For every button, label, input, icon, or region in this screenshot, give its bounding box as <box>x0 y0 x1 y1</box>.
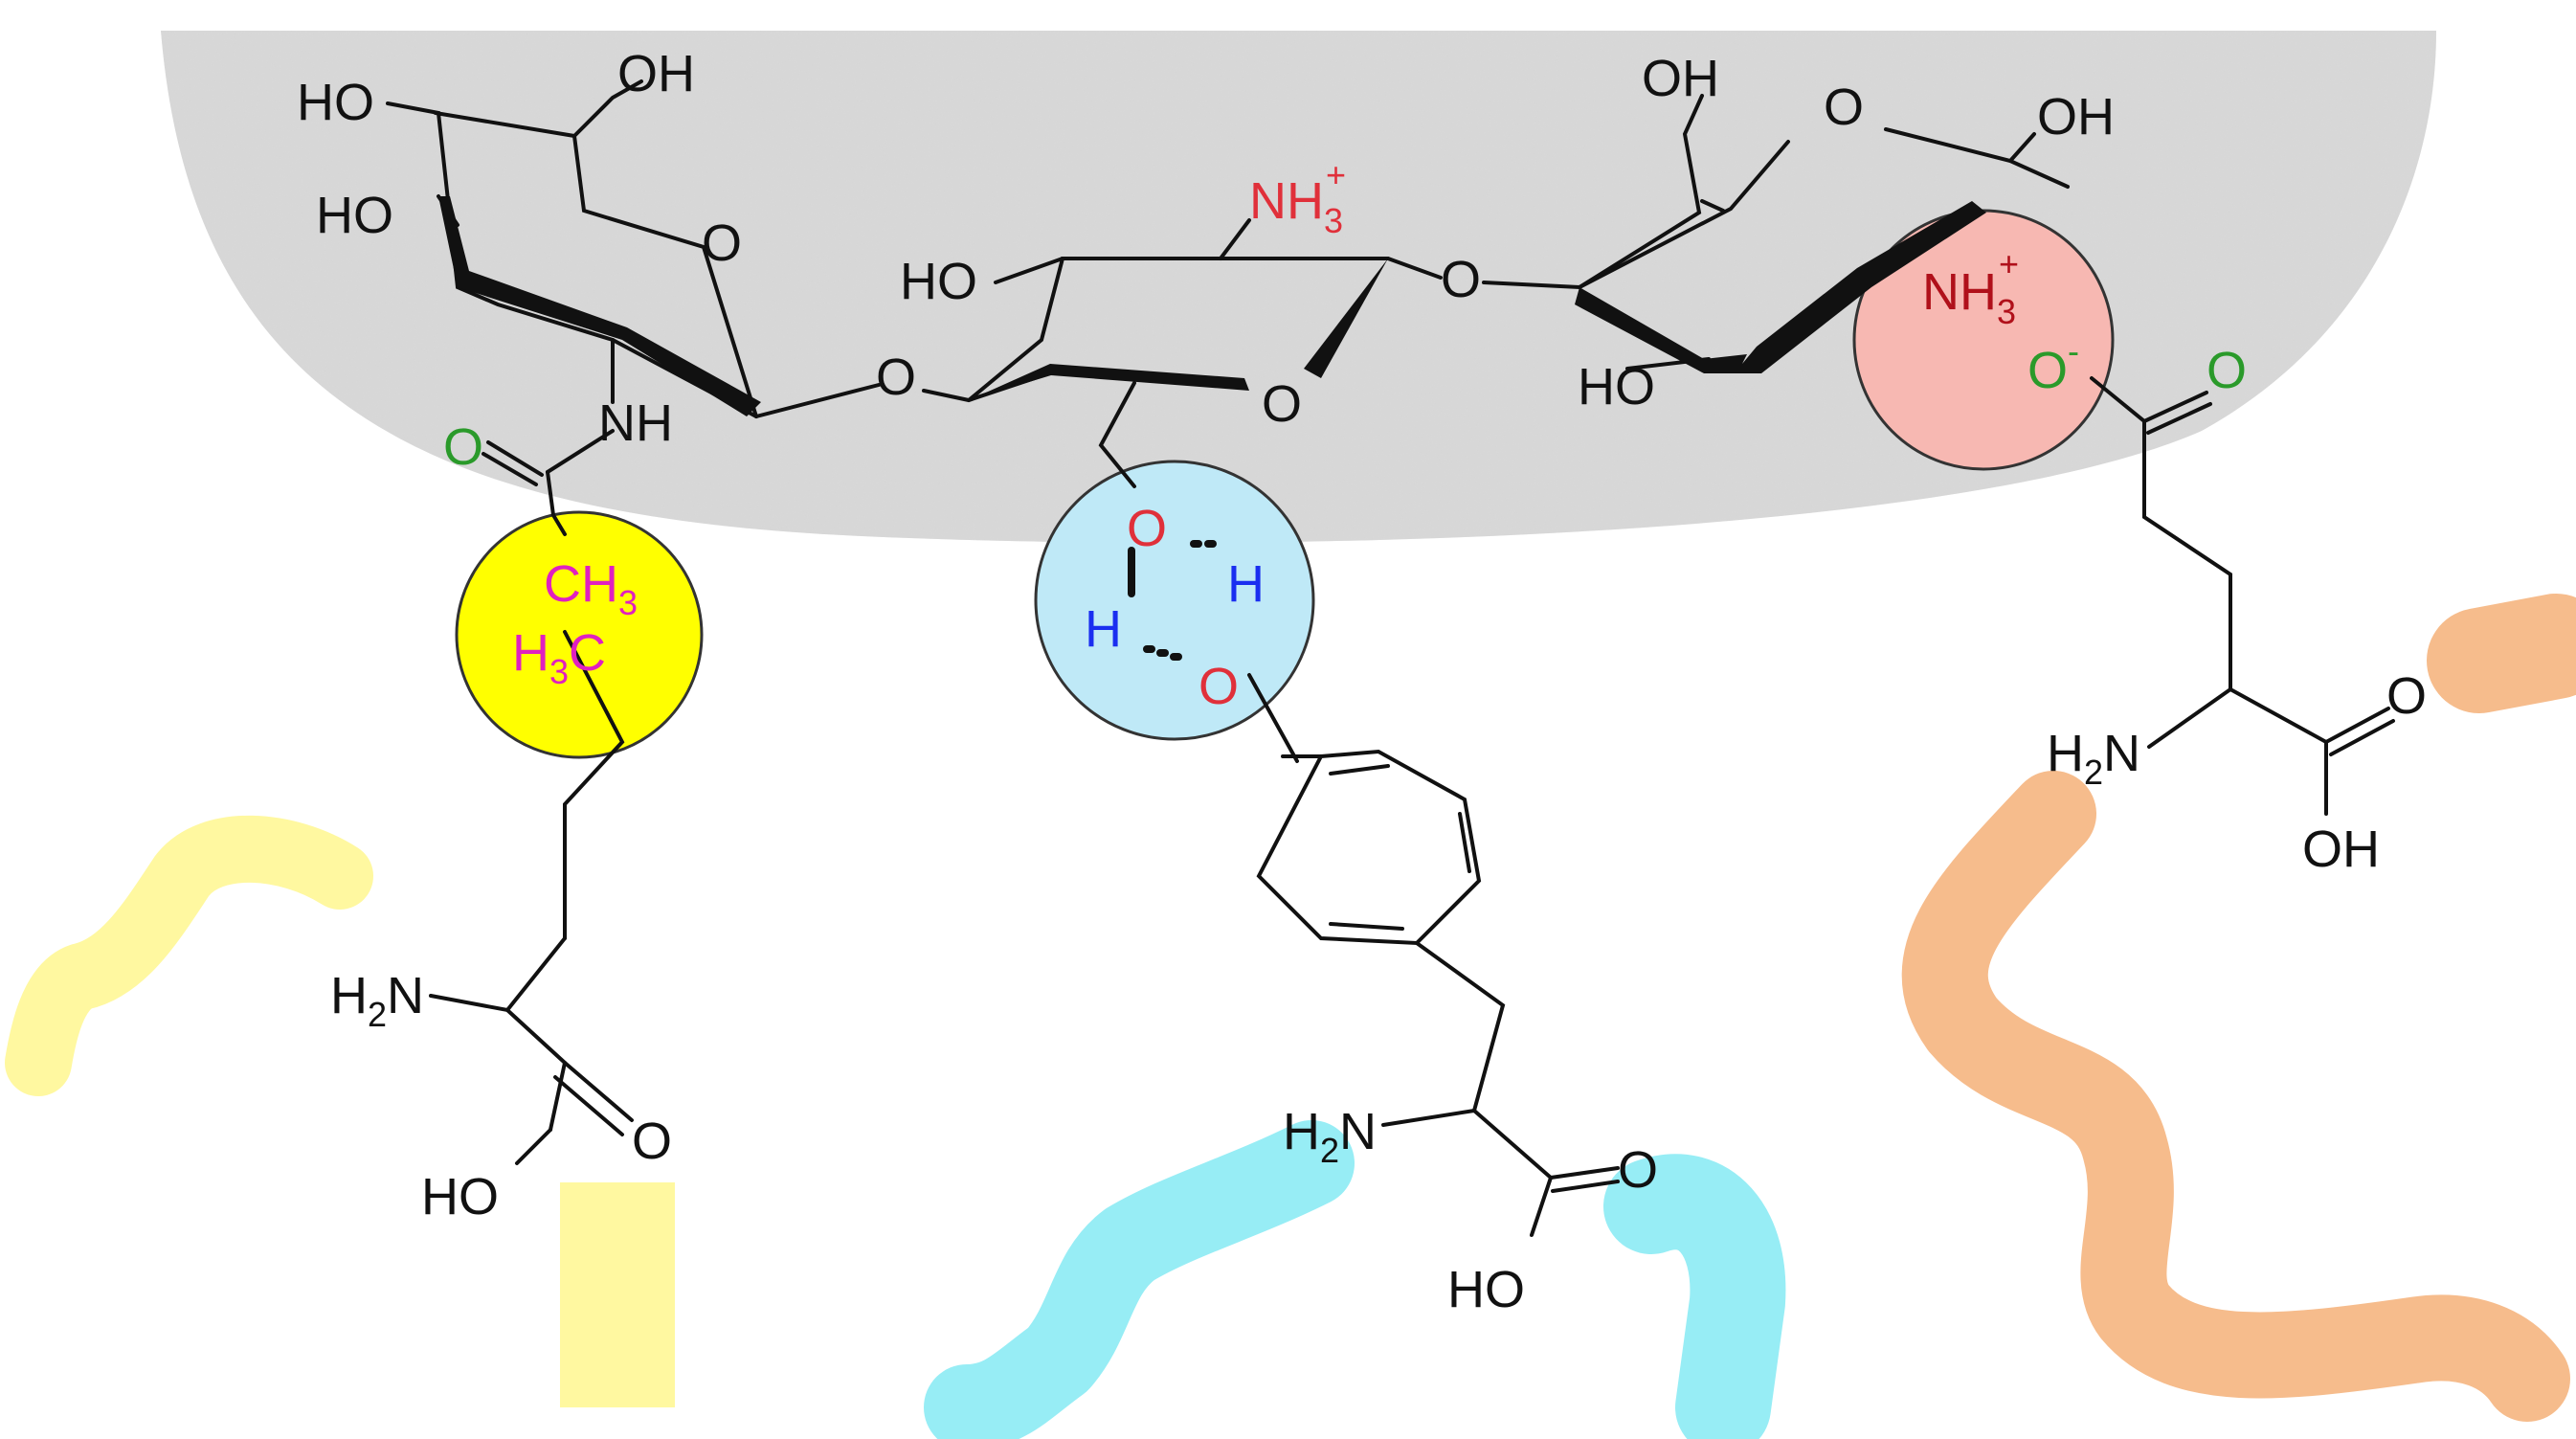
glutamine-h3c: H3C <box>512 624 606 691</box>
glycosidic-o-1: O <box>876 349 916 406</box>
hbond-o-tyrosine: O <box>1198 658 1239 715</box>
glycosidic-o-2: O <box>1441 251 1481 308</box>
chain-yellow-bottom <box>560 1182 675 1407</box>
middle-carboxyl-ho: HO <box>1447 1261 1525 1318</box>
chain-yellow-left <box>5 815 373 1096</box>
ring3-ring-o: O <box>1824 79 1864 136</box>
right-amine: H2N <box>2047 725 2140 792</box>
hbond-h-right: H <box>1227 555 1265 613</box>
left-carboxyl-o: O <box>632 1113 672 1170</box>
hydrogen-bond-dashes <box>1128 540 1217 661</box>
chain-cyan-right <box>1603 1154 1786 1439</box>
ring3-nh3: NH3+ <box>1922 244 2019 331</box>
wedge-bonds <box>438 196 1986 416</box>
left-amine: H2N <box>330 967 424 1034</box>
chain-orange-stub <box>2427 594 2576 713</box>
hydrogen-bond-circle <box>1034 460 1315 741</box>
hbond-o-sugar: O <box>1127 500 1167 557</box>
ring3-oh-right: OH <box>2037 88 2115 146</box>
carboxylate-carbonyl-o: O <box>2206 342 2247 399</box>
ring1-nh: NH <box>598 394 673 452</box>
ring1-ho-top: HO <box>297 74 374 131</box>
chain-cyan-left <box>924 1120 1355 1439</box>
ring1-ho-mid: HO <box>316 187 393 244</box>
ring2-nh3: NH3+ <box>1249 155 1346 240</box>
hydrophobic-interaction-circle <box>455 510 704 759</box>
substrate-surface <box>161 31 2436 543</box>
middle-carboxyl-o: O <box>1618 1141 1658 1199</box>
left-carboxyl-ho: HO <box>421 1168 499 1225</box>
acetyl-ch3: CH3 <box>544 555 638 622</box>
right-carboxyl-oh: OH <box>2302 821 2380 878</box>
ring2-ring-o: O <box>1262 375 1302 433</box>
ring3-oh-top: OH <box>1642 50 1719 107</box>
acetyl-carbonyl-o: O <box>443 418 483 476</box>
right-carboxyl-o: O <box>2386 667 2427 725</box>
ring3-ho: HO <box>1578 358 1655 416</box>
carboxylate-o-minus: O- <box>2027 331 2079 399</box>
ring2-ho: HO <box>900 253 977 310</box>
bonds <box>386 79 2395 1237</box>
chain-orange-right <box>1901 771 2570 1422</box>
protein-chains <box>5 594 2576 1439</box>
hbond-h-left: H <box>1085 600 1122 658</box>
ring1-oh-top: OH <box>617 45 695 102</box>
middle-amine: H2N <box>1283 1103 1377 1170</box>
ring1-ring-o: O <box>702 214 742 272</box>
